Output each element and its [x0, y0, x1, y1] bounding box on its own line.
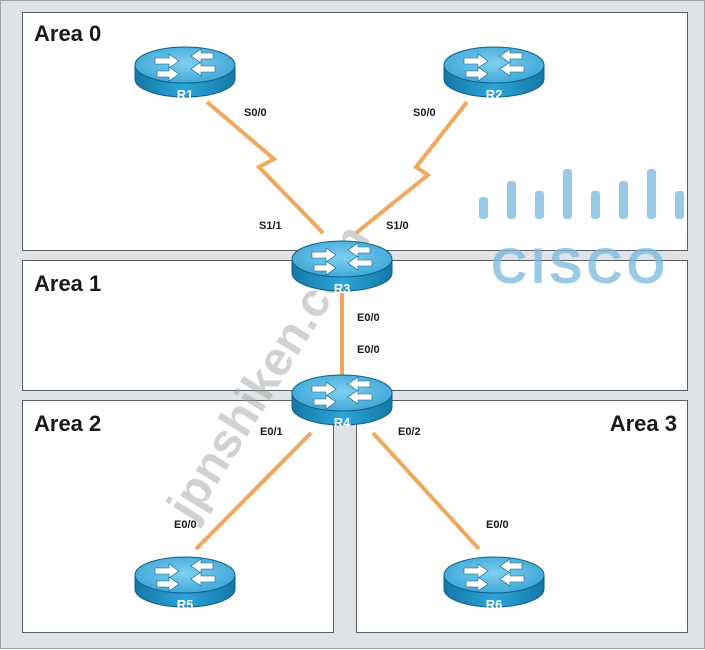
r3-e0-0-label: E0/0: [357, 312, 380, 324]
link-r1-r3: [205, 100, 325, 235]
router-r4: R4: [291, 374, 393, 430]
router-r2-label: R2: [486, 87, 503, 102]
area-3-label: Area 3: [609, 411, 677, 436]
area-0-label: Area 0: [34, 21, 102, 46]
router-r1-label: R1: [177, 87, 194, 102]
router-r6: R6: [443, 556, 545, 612]
r3-s1-0-label: S1/0: [386, 220, 409, 232]
router-r3-label: R3: [334, 281, 351, 296]
area-0-box: Area 0: [22, 12, 688, 251]
router-r1: R1: [134, 46, 236, 102]
r4-e0-0-label: E0/0: [357, 344, 380, 356]
r3-s1-1-label: S1/1: [259, 220, 282, 232]
link-r4-r5: [194, 431, 313, 551]
router-r6-label: R6: [486, 597, 503, 612]
area-1-label: Area 1: [34, 271, 102, 296]
router-r5: R5: [134, 556, 236, 612]
r1-s0-0-label: S0/0: [244, 107, 267, 119]
r2-s0-0-label: S0/0: [413, 107, 436, 119]
router-r3: R3: [291, 240, 393, 296]
router-r5-label: R5: [177, 597, 194, 612]
link-r2-r3: [354, 100, 469, 235]
link-r4-r6: [371, 431, 481, 551]
area-2-label: Area 2: [34, 411, 102, 436]
cisco-brand-text: CISCO: [491, 238, 669, 294]
router-r4-label: R4: [334, 415, 351, 430]
links: [194, 100, 481, 551]
r5-e0-0-label: E0/0: [174, 519, 197, 531]
router-r2: R2: [443, 46, 545, 102]
r4-e0-2-label: E0/2: [398, 426, 421, 438]
cisco-watermark: CISCO: [479, 169, 684, 294]
r6-e0-0-label: E0/0: [486, 519, 509, 531]
r4-e0-1-label: E0/1: [260, 426, 283, 438]
